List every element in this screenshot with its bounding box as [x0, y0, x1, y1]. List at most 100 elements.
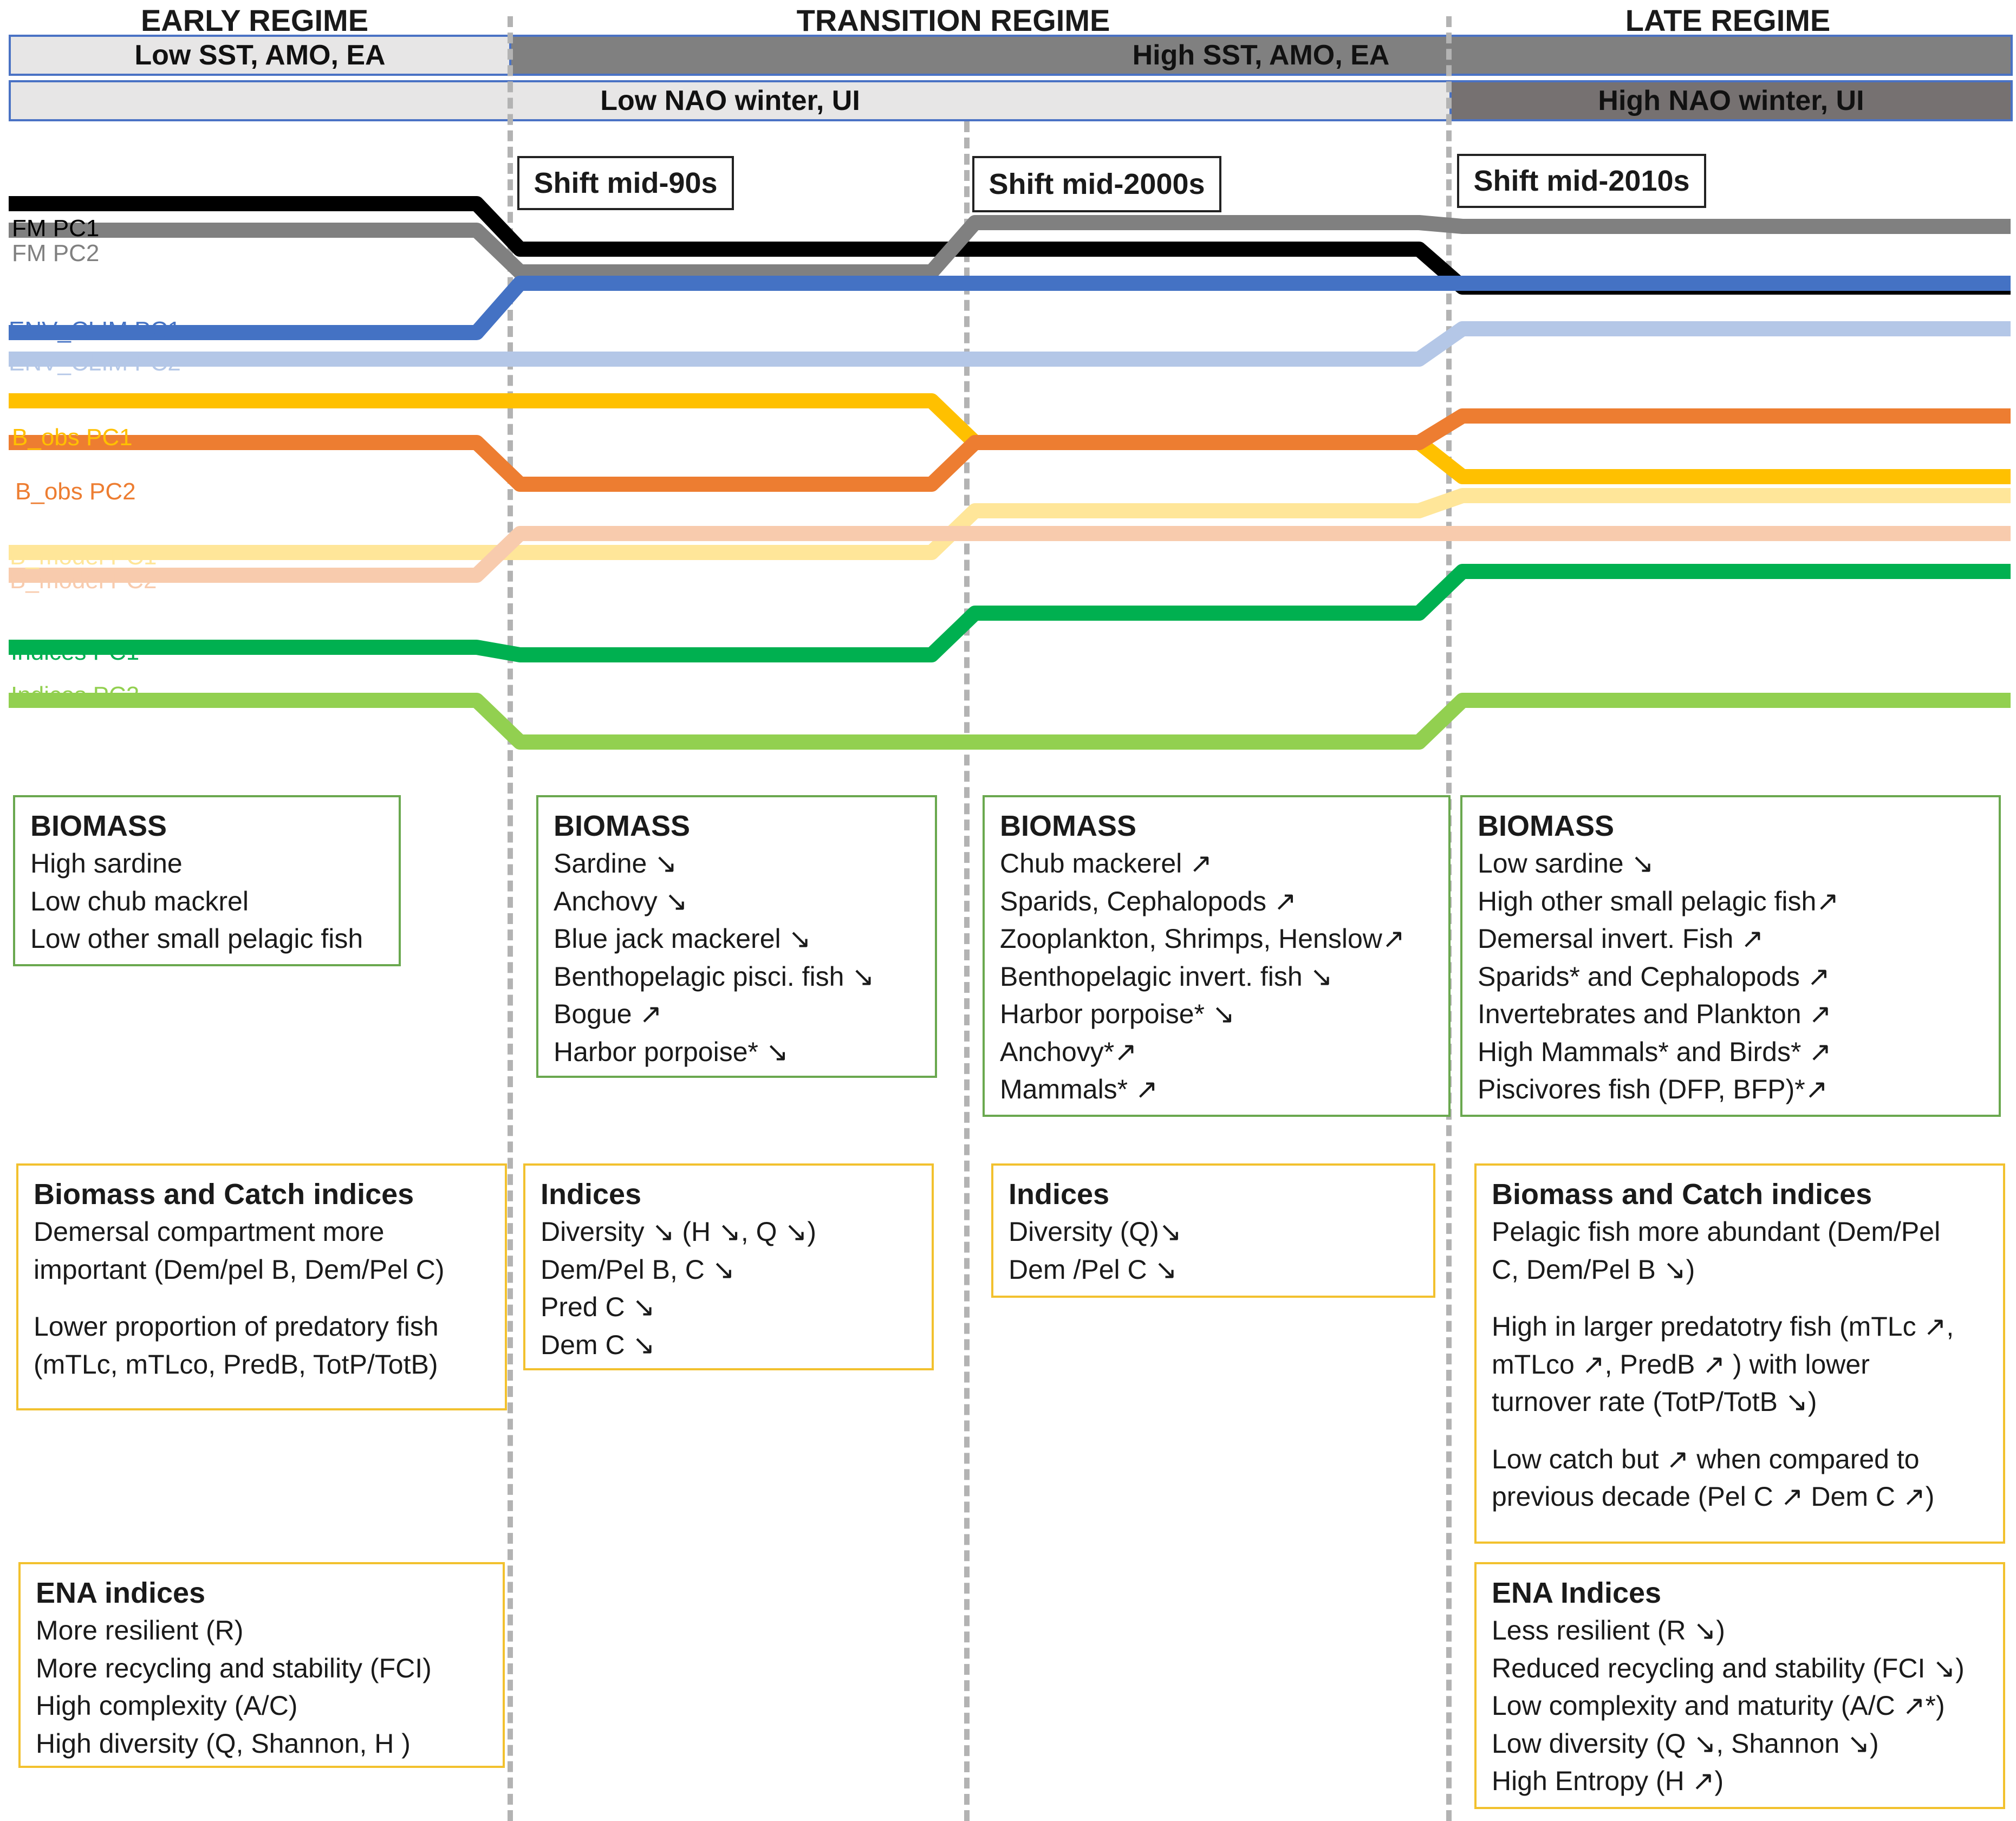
- biomass-box-early: BIOMASS High sardine Low chub mackrel Lo…: [13, 795, 401, 966]
- list-item: Benthopelagic pisci. fish ↘: [554, 961, 875, 992]
- b-obs-pc2-line: [9, 408, 2011, 492]
- label-fm-pc2: FM PC2: [12, 240, 100, 266]
- band-nao-high: High NAO winter, UI: [1449, 80, 2013, 121]
- list-item: Harbor porpoise* ↘: [1000, 999, 1235, 1029]
- shift-label-mid-2000s: Shift mid-2000s: [972, 156, 1221, 212]
- text-line: Lower proportion of predatory fish: [34, 1311, 439, 1342]
- label-b-obs-pc2: B_obs PC2: [15, 478, 136, 505]
- list-item: High sardine: [30, 848, 183, 879]
- early-regime-title: EARLY REGIME: [140, 3, 369, 37]
- text-line: Pelagic fish more abundant (Dem/Pel: [1492, 1217, 1941, 1247]
- ena-box-late: ENA Indices Less resilient (R ↘) Reduced…: [1474, 1562, 2005, 1809]
- text-line: Diversity ↘ (H ↘, Q ↘): [541, 1217, 817, 1247]
- label-env-clim-pc2: ENV_CLIM PC2: [9, 349, 181, 376]
- shift-label-mid-2010s: Shift mid-2010s: [1457, 154, 1706, 208]
- text-line: important (Dem/pel B, Dem/Pel C): [34, 1254, 445, 1285]
- box-title: BIOMASS: [554, 810, 691, 842]
- indices-box-early: Biomass and Catch indices Demersal compa…: [16, 1163, 507, 1410]
- ena-box-early: ENA indices More resilient (R) More recy…: [18, 1562, 505, 1768]
- text-line: Demersal compartment more: [34, 1217, 385, 1247]
- paragraph: Diversity ↘ (H ↘, Q ↘) Dem/Pel B, C ↘ Pr…: [541, 1213, 916, 1364]
- paragraph: Low catch but ↗ when compared to previou…: [1492, 1441, 1988, 1516]
- list-item: Mammals* ↗: [1000, 1074, 1158, 1104]
- text-line: Dem /Pel C ↘: [1009, 1254, 1178, 1285]
- env-clim-pc1-line: [9, 276, 2011, 340]
- list-item: Bogue ↗: [554, 999, 662, 1029]
- list-item: Piscivores fish (DFP, BFP)*↗: [1478, 1074, 1828, 1104]
- box-title: Indices: [541, 1178, 642, 1211]
- b-model-pc1-line: [9, 488, 2011, 560]
- b-obs-pc1-line: [9, 393, 2011, 484]
- indices-box-mid-2000s: Indices Diversity (Q)↘ Dem /Pel C ↘: [991, 1163, 1435, 1298]
- box-title: BIOMASS: [1000, 810, 1137, 842]
- list-item: Low diversity (Q ↘, Shannon ↘): [1492, 1728, 1879, 1759]
- shift-divider-mid-90s: [508, 16, 513, 1821]
- shift-divider-mid-2000s: [964, 121, 970, 1821]
- text-line: Low catch but ↗ when compared to: [1492, 1443, 1920, 1474]
- indices-box-mid-2010s: Biomass and Catch indices Pelagic fish m…: [1474, 1163, 2005, 1544]
- band-sst-high: High SST, AMO, EA: [509, 35, 2013, 76]
- box-title: Indices: [1009, 1178, 1110, 1211]
- box-title: ENA Indices: [1492, 1577, 1662, 1609]
- label-b-model-pc1: B_model PC1: [10, 543, 157, 570]
- list-item: More resilient (R): [36, 1615, 244, 1646]
- text-line: Diversity (Q)↘: [1009, 1217, 1182, 1247]
- biomass-box-mid-2010s: BIOMASS Low sardine ↘ High other small p…: [1460, 795, 2001, 1117]
- band-nao-low: Low NAO winter, UI: [9, 80, 1452, 121]
- list-item: Low sardine ↘: [1478, 848, 1654, 879]
- text-line: mTLco ↗, PredB ↗ ) with lower: [1492, 1349, 1870, 1380]
- list-item: More recycling and stability (FCI): [36, 1653, 432, 1683]
- list-item: Anchovy*↗: [1000, 1036, 1137, 1067]
- box-title: BIOMASS: [30, 810, 167, 842]
- biomass-box-mid-90s: BIOMASS Sardine ↘ Anchovy ↘ Blue jack ma…: [536, 795, 937, 1078]
- text-line: (mTLc, mTLco, PredB, TotP/TotB): [34, 1349, 438, 1380]
- text-line: Dem C ↘: [541, 1329, 655, 1360]
- label-fm-pc1: FM PC1: [12, 215, 100, 242]
- label-indices-pc2: Indices PC2: [11, 682, 140, 708]
- list-item: Sparids, Cephalopods ↗: [1000, 886, 1297, 916]
- paragraph: Diversity (Q)↘ Dem /Pel C ↘: [1009, 1213, 1418, 1289]
- list-item: Invertebrates and Plankton ↗: [1478, 999, 1832, 1029]
- list-item: Anchovy ↘: [554, 886, 688, 916]
- list-item: High Mammals* and Birds* ↗: [1478, 1036, 1832, 1067]
- label-env-clim-pc1: ENV_CLIM PC1: [9, 317, 181, 343]
- list-item: Low other small pelagic fish: [30, 923, 363, 954]
- indices-pc1-line: [9, 564, 2011, 662]
- paragraph: High in larger predatotry fish (mTLc ↗, …: [1492, 1308, 1988, 1421]
- list-item: Demersal invert. Fish ↗: [1478, 923, 1764, 954]
- list-item: Harbor porpoise* ↘: [554, 1036, 789, 1067]
- list-item: High complexity (A/C): [36, 1690, 298, 1721]
- label-indices-pc1: Indices PC1: [11, 639, 140, 665]
- label-b-model-pc2: B_model PC2: [10, 567, 157, 594]
- list-item: Blue jack mackerel ↘: [554, 923, 811, 954]
- biomass-box-mid-2000s: BIOMASS Chub mackerel ↗ Sparids, Cephalo…: [983, 795, 1451, 1117]
- list-item: Benthopelagic invert. fish ↘: [1000, 961, 1333, 992]
- text-line: turnover rate (TotP/TotB ↘): [1492, 1387, 1817, 1417]
- text-line: Dem/Pel B, C ↘: [541, 1254, 735, 1285]
- list-item: High Entropy (H ↗): [1492, 1766, 1724, 1796]
- paragraph: Demersal compartment more important (Dem…: [34, 1213, 490, 1289]
- text-line: High in larger predatotry fish (mTLc ↗,: [1492, 1311, 1954, 1342]
- shift-label-mid-90s: Shift mid-90s: [517, 156, 734, 210]
- indices-box-mid-90s: Indices Diversity ↘ (H ↘, Q ↘) Dem/Pel B…: [523, 1163, 934, 1370]
- label-b-obs-pc1: B_obs PC1: [12, 424, 133, 451]
- list-item: Low complexity and maturity (A/C ↗*): [1492, 1690, 1945, 1721]
- box-title: Biomass and Catch indices: [34, 1178, 414, 1211]
- list-item: Sardine ↘: [554, 848, 678, 879]
- list-item: Less resilient (R ↘): [1492, 1615, 1725, 1646]
- list-item: Reduced recycling and stability (FCI ↘): [1492, 1653, 1965, 1683]
- list-item: High other small pelagic fish↗: [1478, 886, 1839, 916]
- box-title: ENA indices: [36, 1577, 206, 1609]
- list-item: Zooplankton, Shrimps, Henslow↗: [1000, 923, 1405, 954]
- indices-pc2-line: [9, 693, 2011, 750]
- list-item: Sparids* and Cephalopods ↗: [1478, 961, 1830, 992]
- b-model-pc2-line: [9, 526, 2011, 583]
- list-item: High diversity (Q, Shannon, H ): [36, 1728, 411, 1759]
- fm-pc2-line: [9, 215, 2011, 279]
- pc-trajectories: [9, 196, 2011, 750]
- box-title: Biomass and Catch indices: [1492, 1178, 1872, 1211]
- env-clim-pc2-line: [9, 321, 2011, 367]
- list-item: Chub mackerel ↗: [1000, 848, 1213, 879]
- text-line: C, Dem/Pel B ↘): [1492, 1254, 1695, 1285]
- text-line: Pred C ↘: [541, 1292, 655, 1322]
